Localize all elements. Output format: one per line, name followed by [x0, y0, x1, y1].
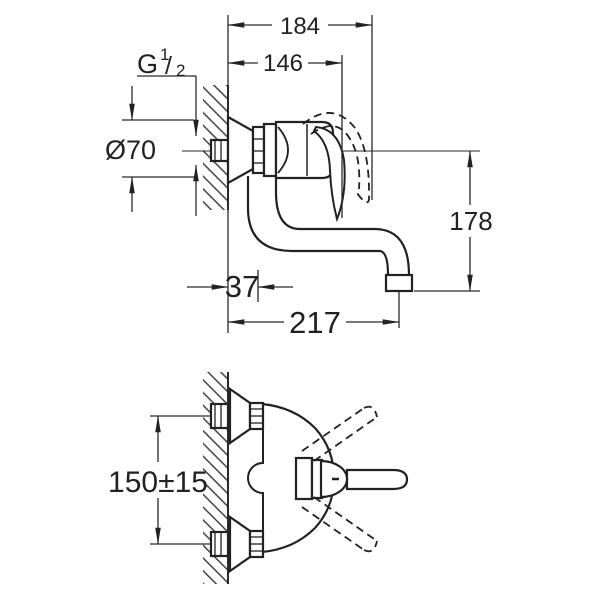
dim-label-150: 150±15 — [108, 466, 208, 499]
handle-assembly-plan — [294, 456, 409, 501]
dim-dia-70: Ø70 — [105, 86, 194, 212]
body-left-edge-notch — [247, 429, 264, 531]
dim-146: 146 — [227, 50, 343, 218]
union-nut-side — [251, 125, 266, 175]
plan-view: 150±15 — [108, 372, 409, 584]
swivel-spout — [246, 176, 411, 276]
cartridge-dome-arc — [277, 126, 289, 174]
lever-handle-side — [312, 125, 346, 223]
top-union — [209, 386, 265, 446]
thread-label-slash: / — [165, 52, 172, 80]
dim-label-184: 184 — [280, 13, 320, 40]
thread-label-base: G — [137, 49, 158, 79]
dim-label-217: 217 — [289, 305, 341, 340]
dim-37: 37 — [187, 269, 293, 304]
dim-thread-g-half: G 1 / 2 — [137, 45, 199, 216]
bottom-union — [209, 514, 265, 574]
thread-label-numerator: 1 — [160, 45, 169, 64]
lever-rod — [345, 468, 409, 491]
dim-label-146: 146 — [263, 50, 303, 77]
lever-handle-swivel-dashed — [302, 112, 370, 204]
thread-label-denominator: 2 — [176, 61, 185, 80]
dim-label-178: 178 — [449, 206, 492, 236]
spout-outlet — [384, 273, 414, 293]
handle-neck — [294, 456, 314, 501]
inlet-nipple — [209, 138, 230, 163]
dim-217: 217 — [227, 291, 400, 340]
collar-ring-side — [262, 122, 278, 178]
escutcheon-cone-side — [226, 115, 255, 185]
lever-swivel-dashed-plan — [301, 405, 378, 553]
dim-184: 184 — [227, 13, 373, 200]
dim-150: 150±15 — [108, 415, 211, 545]
side-view: 184 146 G 1 / 2 Ø70 — [105, 13, 493, 340]
dim-label-dia70: Ø70 — [105, 135, 156, 165]
dim-178: 178 — [414, 150, 493, 292]
dim-label-37: 37 — [225, 269, 259, 304]
